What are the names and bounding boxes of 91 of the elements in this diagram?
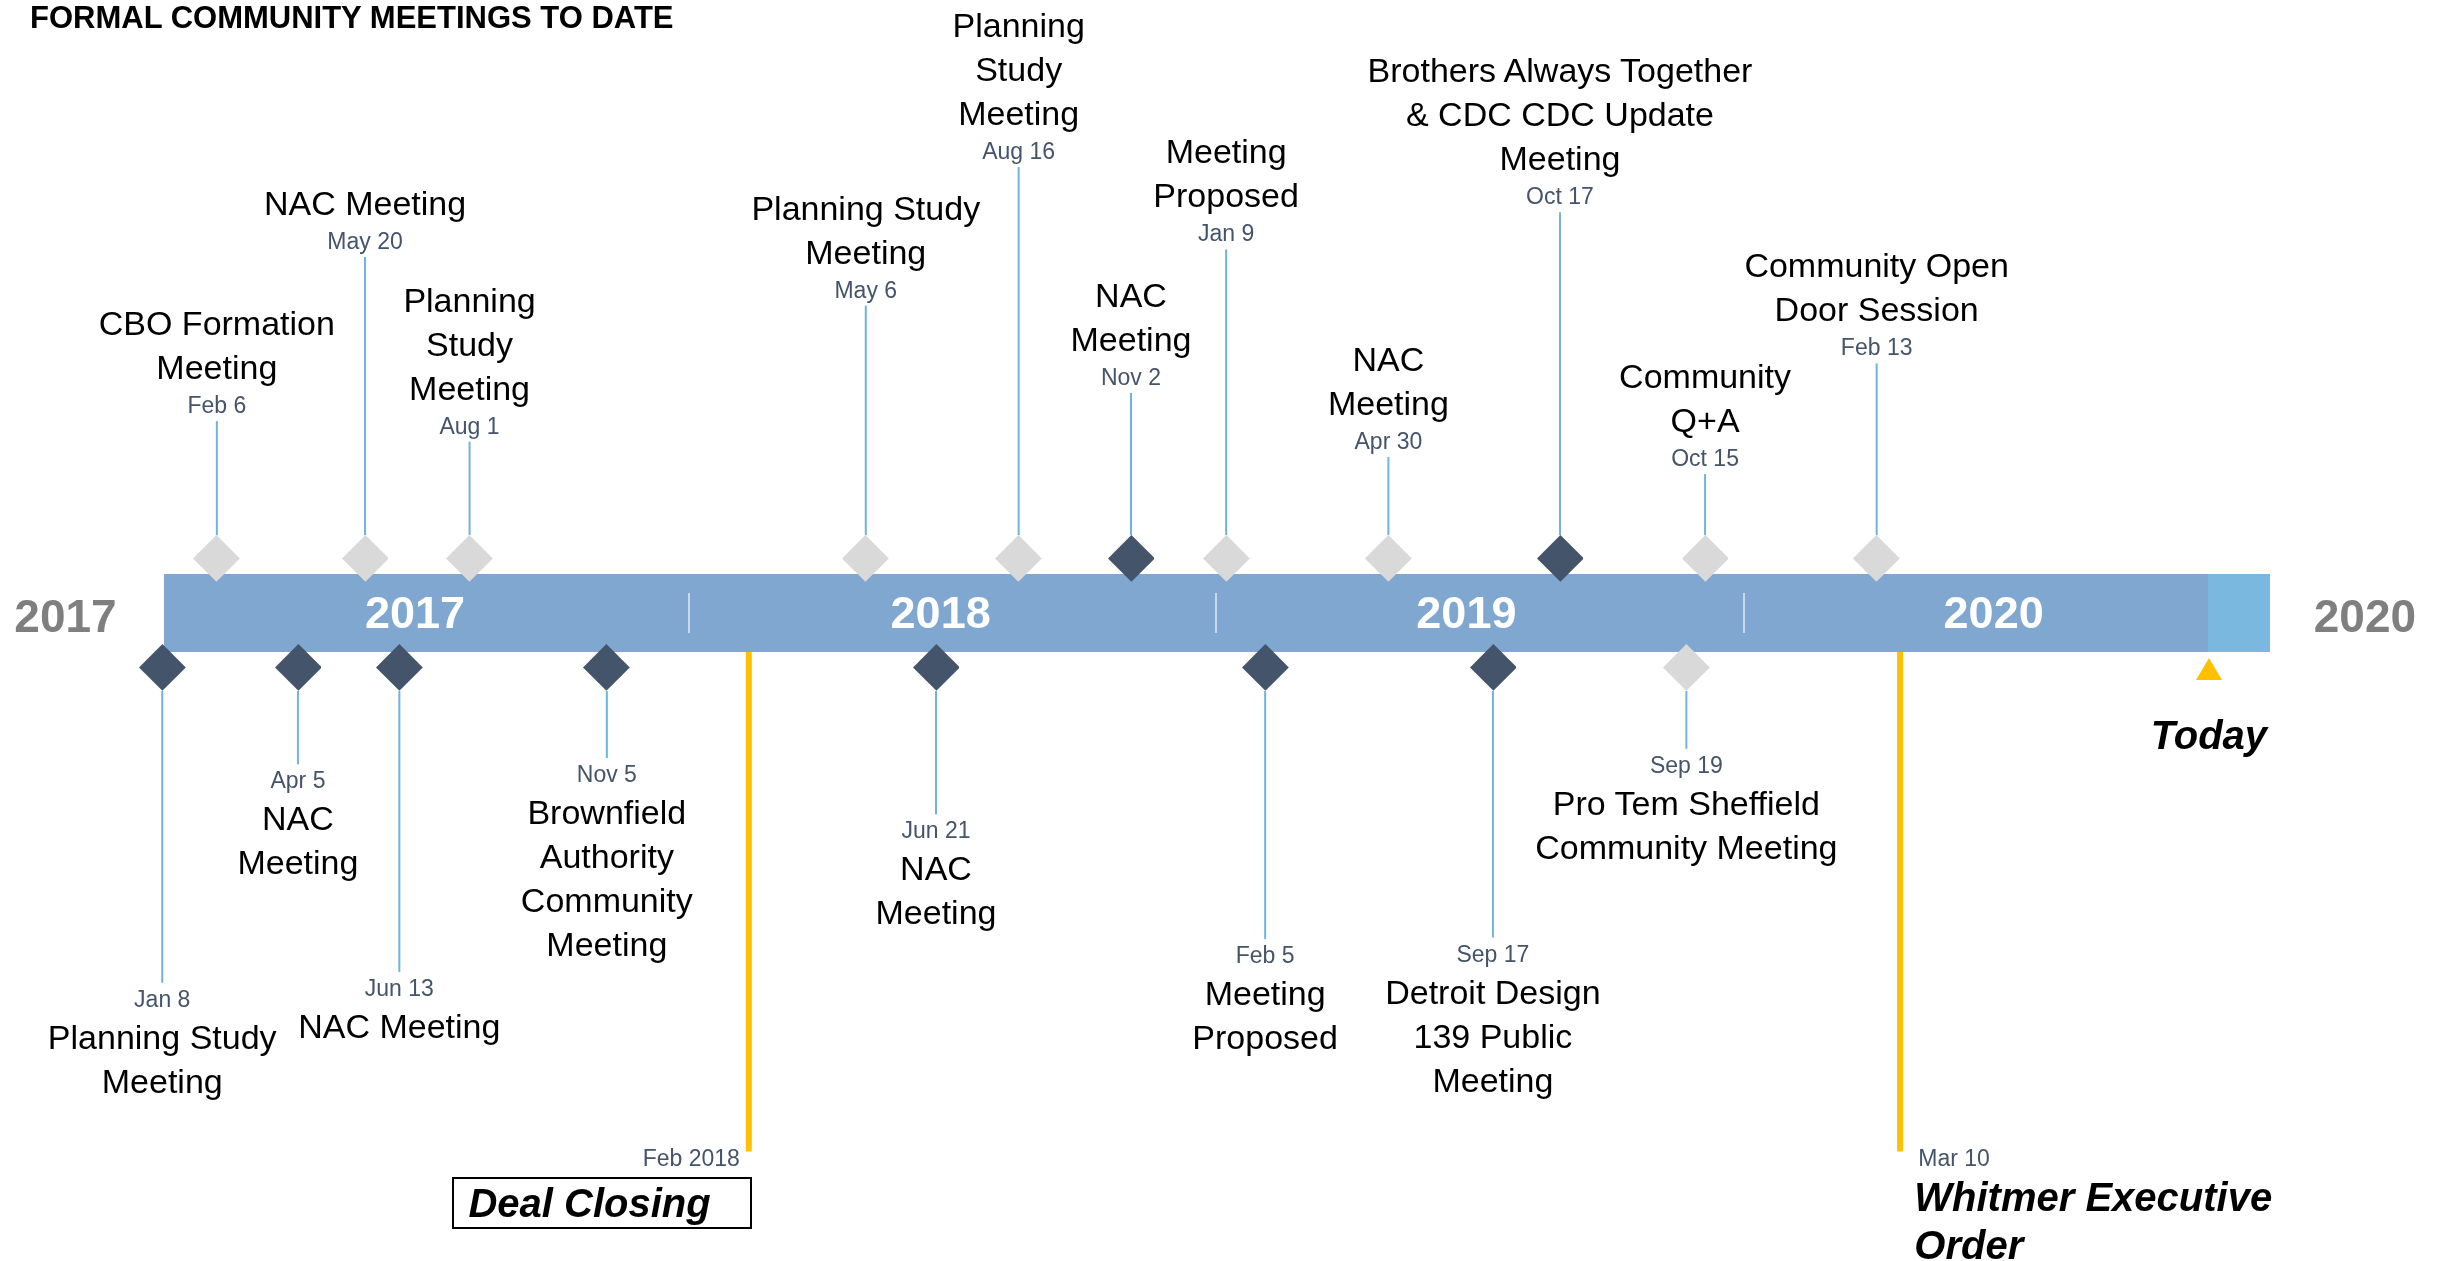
date-label: Aug 1 [438,411,501,441]
diamond-marker [1202,535,1250,582]
event-title: NAC Meeting [1326,338,1450,424]
date-label: Feb 6 [186,391,248,421]
today-label: Today [2149,711,2270,759]
event-title: Detroit Design 139 Public Meeting [1384,971,1602,1101]
leader-line [468,440,471,537]
event-title: NAC Meeting [874,848,998,934]
date-label: Apr 30 [1353,426,1424,456]
event-title: Community Q+A [1618,356,1793,442]
event-title: Planning Study Meeting [951,5,1086,135]
date-label: Feb 13 [1839,333,1914,363]
leader-line [161,690,164,984]
year-label: 2018 [889,586,992,641]
diamond-marker [446,535,493,582]
diamond-marker [1853,535,1901,582]
date-label: Sep 19 [1648,750,1724,780]
date-label: May 6 [833,275,899,305]
event-title: Pro Tem Sheffield Community Meeting [1534,782,1839,868]
event-title: Planning Study Meeting [750,187,982,273]
diamond-marker [1681,535,1729,582]
diamond-marker [138,644,186,692]
diamond-marker [1469,644,1517,692]
leader-line [1225,248,1228,537]
date-label: Nov 5 [575,760,638,790]
leader-line [1017,166,1020,537]
diamond-marker [1365,535,1412,582]
event-title: CBO Formation Meeting [97,303,336,389]
leader-line [398,690,401,973]
leader-line [935,690,937,816]
event-title: Planning Study Meeting [402,279,537,409]
event-title: Community Open Door Session [1743,245,2010,331]
year-label: 2017 [13,589,118,645]
date-label: Oct 15 [1670,444,1740,474]
event-title: Meeting Proposed [1152,131,1300,217]
event-title: NAC Meeting [236,798,360,884]
event-title: NAC Meeting [297,1005,502,1047]
date-label: Aug 16 [981,137,1057,167]
event-title: Brothers Always Together & CDC CDC Update Meeting [1366,50,1754,180]
date-label: Feb 2018 [641,1144,741,1174]
diamond-marker [274,644,322,692]
leader-line [1130,392,1132,537]
leader-line [215,420,218,537]
event-title: Planning Study Meeting [46,1016,278,1102]
leader-line [864,304,867,537]
milestone-label: Whitmer Executive Order [1913,1174,2274,1261]
date-label: Feb 5 [1234,941,1296,971]
timeline-bar [163,574,2270,653]
title: FORMAL COMMUNITY MEETINGS TO DATE [30,0,674,36]
year-label: 2020 [2312,589,2418,645]
date-label: Oct 17 [1525,182,1595,212]
diamond-marker [583,644,631,692]
diamond-marker [193,535,241,582]
date-label: May 20 [326,226,404,256]
leader-line [605,690,608,760]
leader-line [1685,690,1688,750]
date-label: Jun 21 [900,816,972,846]
date-label: Sep 17 [1455,939,1531,969]
date-label: Nov 2 [1099,363,1163,392]
event-title: Brownfield Authority Community Meeting [519,792,694,966]
leader-line [1704,473,1707,537]
leader-line [1559,211,1561,537]
leader-line [1491,690,1494,939]
leader-line [1264,690,1267,941]
diamond-marker [1662,644,1710,692]
milestone-line [1897,652,1904,1152]
diamond-marker [1241,644,1289,692]
year-label: 2017 [363,586,466,641]
milestone-line [745,652,752,1152]
leader-line [1875,362,1878,537]
milestone-label: Deal Closing [452,1177,752,1230]
diamond-marker [912,644,960,692]
date-label: Jan 8 [133,984,192,1014]
event-title: NAC Meeting [262,182,468,224]
date-label: Apr 5 [269,766,327,796]
diamond-marker [1107,535,1155,582]
diamond-marker [375,644,423,692]
leader-line [1387,455,1390,537]
date-label: Mar 10 [1917,1144,1991,1174]
diamond-marker [842,535,890,582]
year-label: 2020 [1942,586,2045,641]
diamond-marker [1536,535,1584,582]
date-label: Jan 9 [1197,219,1256,249]
leader-line [296,690,299,766]
diamond-marker [341,535,389,582]
event-title: Meeting Proposed [1191,973,1339,1059]
date-label: Jun 13 [363,973,435,1003]
year-label: 2019 [1415,586,1518,641]
diamond-marker [995,535,1043,582]
event-title: NAC Meeting [1069,275,1193,360]
leader-line [364,255,366,537]
